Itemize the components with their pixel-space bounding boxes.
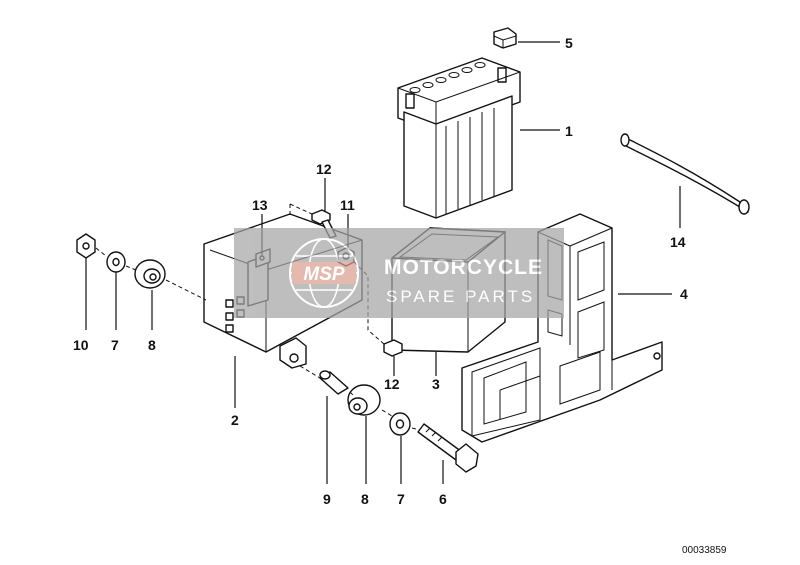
part-nut-left[interactable] bbox=[76, 233, 96, 259]
callout-12-upper: 12 bbox=[316, 161, 332, 177]
watermark-logo-globe: MSP bbox=[289, 238, 359, 308]
part-washer-left[interactable] bbox=[106, 251, 126, 273]
watermark: MSP MOTORCYCLE SPARE PARTS bbox=[234, 228, 564, 318]
callout-5: 5 bbox=[565, 35, 573, 51]
callout-9: 9 bbox=[323, 491, 331, 507]
callout-3: 3 bbox=[432, 376, 440, 392]
document-number: 00033859 bbox=[682, 545, 727, 556]
callout-14: 14 bbox=[670, 234, 686, 250]
callout-8-lower: 8 bbox=[361, 491, 369, 507]
callout-7-lower: 7 bbox=[397, 491, 405, 507]
part-vent-hose[interactable] bbox=[620, 133, 750, 215]
part-grommet-lower[interactable] bbox=[347, 384, 381, 416]
part-washer-lower[interactable] bbox=[389, 412, 411, 436]
battery-cell-caps bbox=[409, 62, 486, 93]
callout-4: 4 bbox=[680, 286, 688, 302]
callout-6: 6 bbox=[439, 491, 447, 507]
part-battery[interactable] bbox=[397, 57, 521, 219]
callout-7-left: 7 bbox=[111, 337, 119, 353]
callout-numbers: 5 1 14 4 12 11 13 10 7 8 12 3 2 9 8 7 6 bbox=[73, 35, 688, 507]
watermark-logo-text: MSP bbox=[303, 264, 345, 285]
part-screw-lower[interactable] bbox=[383, 339, 403, 357]
callout-13: 13 bbox=[252, 197, 268, 213]
callout-8-left: 8 bbox=[148, 337, 156, 353]
callout-2: 2 bbox=[231, 412, 239, 428]
watermark-title: MOTORCYCLE bbox=[384, 256, 543, 279]
callout-12-lower: 12 bbox=[384, 376, 400, 392]
callout-11: 11 bbox=[340, 197, 355, 213]
part-terminal-cap[interactable] bbox=[493, 27, 517, 49]
part-grommet-left[interactable] bbox=[134, 259, 166, 289]
part-spacer-sleeve[interactable] bbox=[319, 370, 349, 395]
callout-10: 10 bbox=[73, 337, 89, 353]
callout-1: 1 bbox=[565, 123, 573, 139]
part-bolt[interactable] bbox=[417, 423, 479, 473]
watermark-subtitle: SPARE PARTS bbox=[386, 287, 535, 306]
